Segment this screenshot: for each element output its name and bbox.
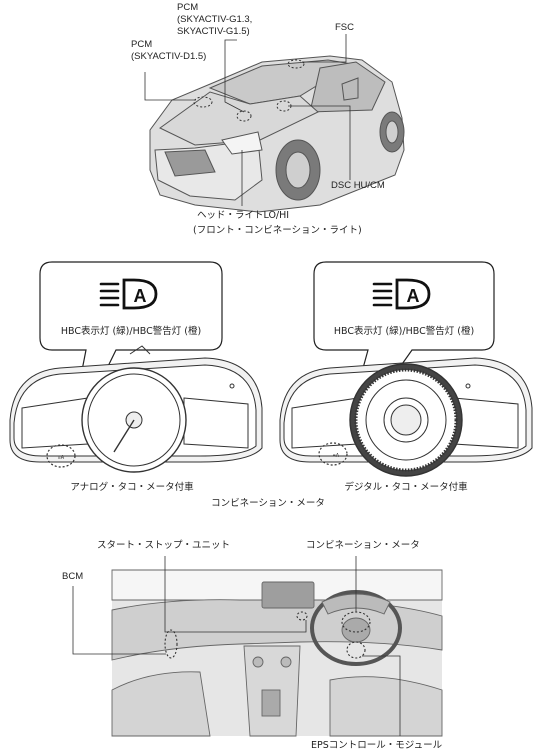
start-stop-locator: [296, 611, 308, 621]
pcm-d-locator: [193, 96, 213, 108]
pcm-g-leader: [224, 39, 245, 113]
analog-meter-label: アナログ・タコ・メータ付車: [70, 481, 194, 493]
left-callout-text: HBC表示灯 (緑)/HBC警告灯 (橙): [61, 325, 201, 337]
digital-meter-cluster: [279, 357, 533, 477]
analog-meter-cluster: [9, 345, 263, 473]
eps-leader: [362, 655, 401, 736]
pcm-g-line2: SKYACTIV-G1.5): [177, 26, 250, 37]
pcm-d-title: PCM: [131, 39, 152, 50]
start-stop-label: スタート・ストップ・ユニット: [97, 540, 230, 551]
digital-meter-label: デジタル・タコ・メータ付車: [344, 481, 468, 493]
hbc-indicator-glyph: A: [134, 286, 147, 306]
dsc-label: DSC HU/CM: [331, 180, 385, 191]
pcm-d-leader: [144, 72, 196, 101]
headlight-label-2: (フロント・コンビネーション・ライト): [193, 225, 362, 236]
start-stop-leader: [164, 556, 307, 633]
hbc-indicator-icon-right: [372, 278, 431, 310]
right-callout-text: HBC表示灯 (緑)/HBC警告灯 (橙): [334, 325, 474, 337]
combination-meter-group-label: コンビネーション・メータ: [211, 498, 325, 509]
fsc-leader: [302, 34, 347, 63]
bcm-label: BCM: [62, 571, 83, 582]
pcm-d-line1: (SKYACTIV-D1.5): [131, 51, 206, 62]
bcm-leader: [72, 586, 166, 655]
eps-label: EPSコントロール・モジュール: [311, 740, 443, 751]
pcm-g-locator: [236, 110, 252, 122]
hbc-indicator-glyph-right: A: [407, 286, 420, 306]
fsc-locator: [287, 59, 305, 69]
fsc-label: FSC: [335, 22, 354, 33]
eps-locator: [346, 641, 366, 659]
analog-hbc-locator: [46, 444, 76, 468]
pcm-g-line1: (SKYACTIV-G1.3,: [177, 14, 252, 25]
interior-illustration: [111, 569, 443, 737]
hbc-indicator-icon: [99, 278, 158, 310]
headlight-label-1: ヘッド・ライトLO/HI: [197, 210, 289, 221]
analog-hbc-mark: ≡A: [58, 455, 65, 461]
digital-hbc-locator: [318, 442, 348, 466]
digital-hbc-mark: ≡A: [333, 453, 340, 459]
combination-meter-label: コンビネーション・メータ: [306, 540, 420, 551]
bcm-locator: [164, 629, 178, 659]
car-illustration: [149, 55, 405, 213]
pcm-g-title: PCM: [177, 2, 198, 13]
dsc-leader: [288, 105, 351, 180]
